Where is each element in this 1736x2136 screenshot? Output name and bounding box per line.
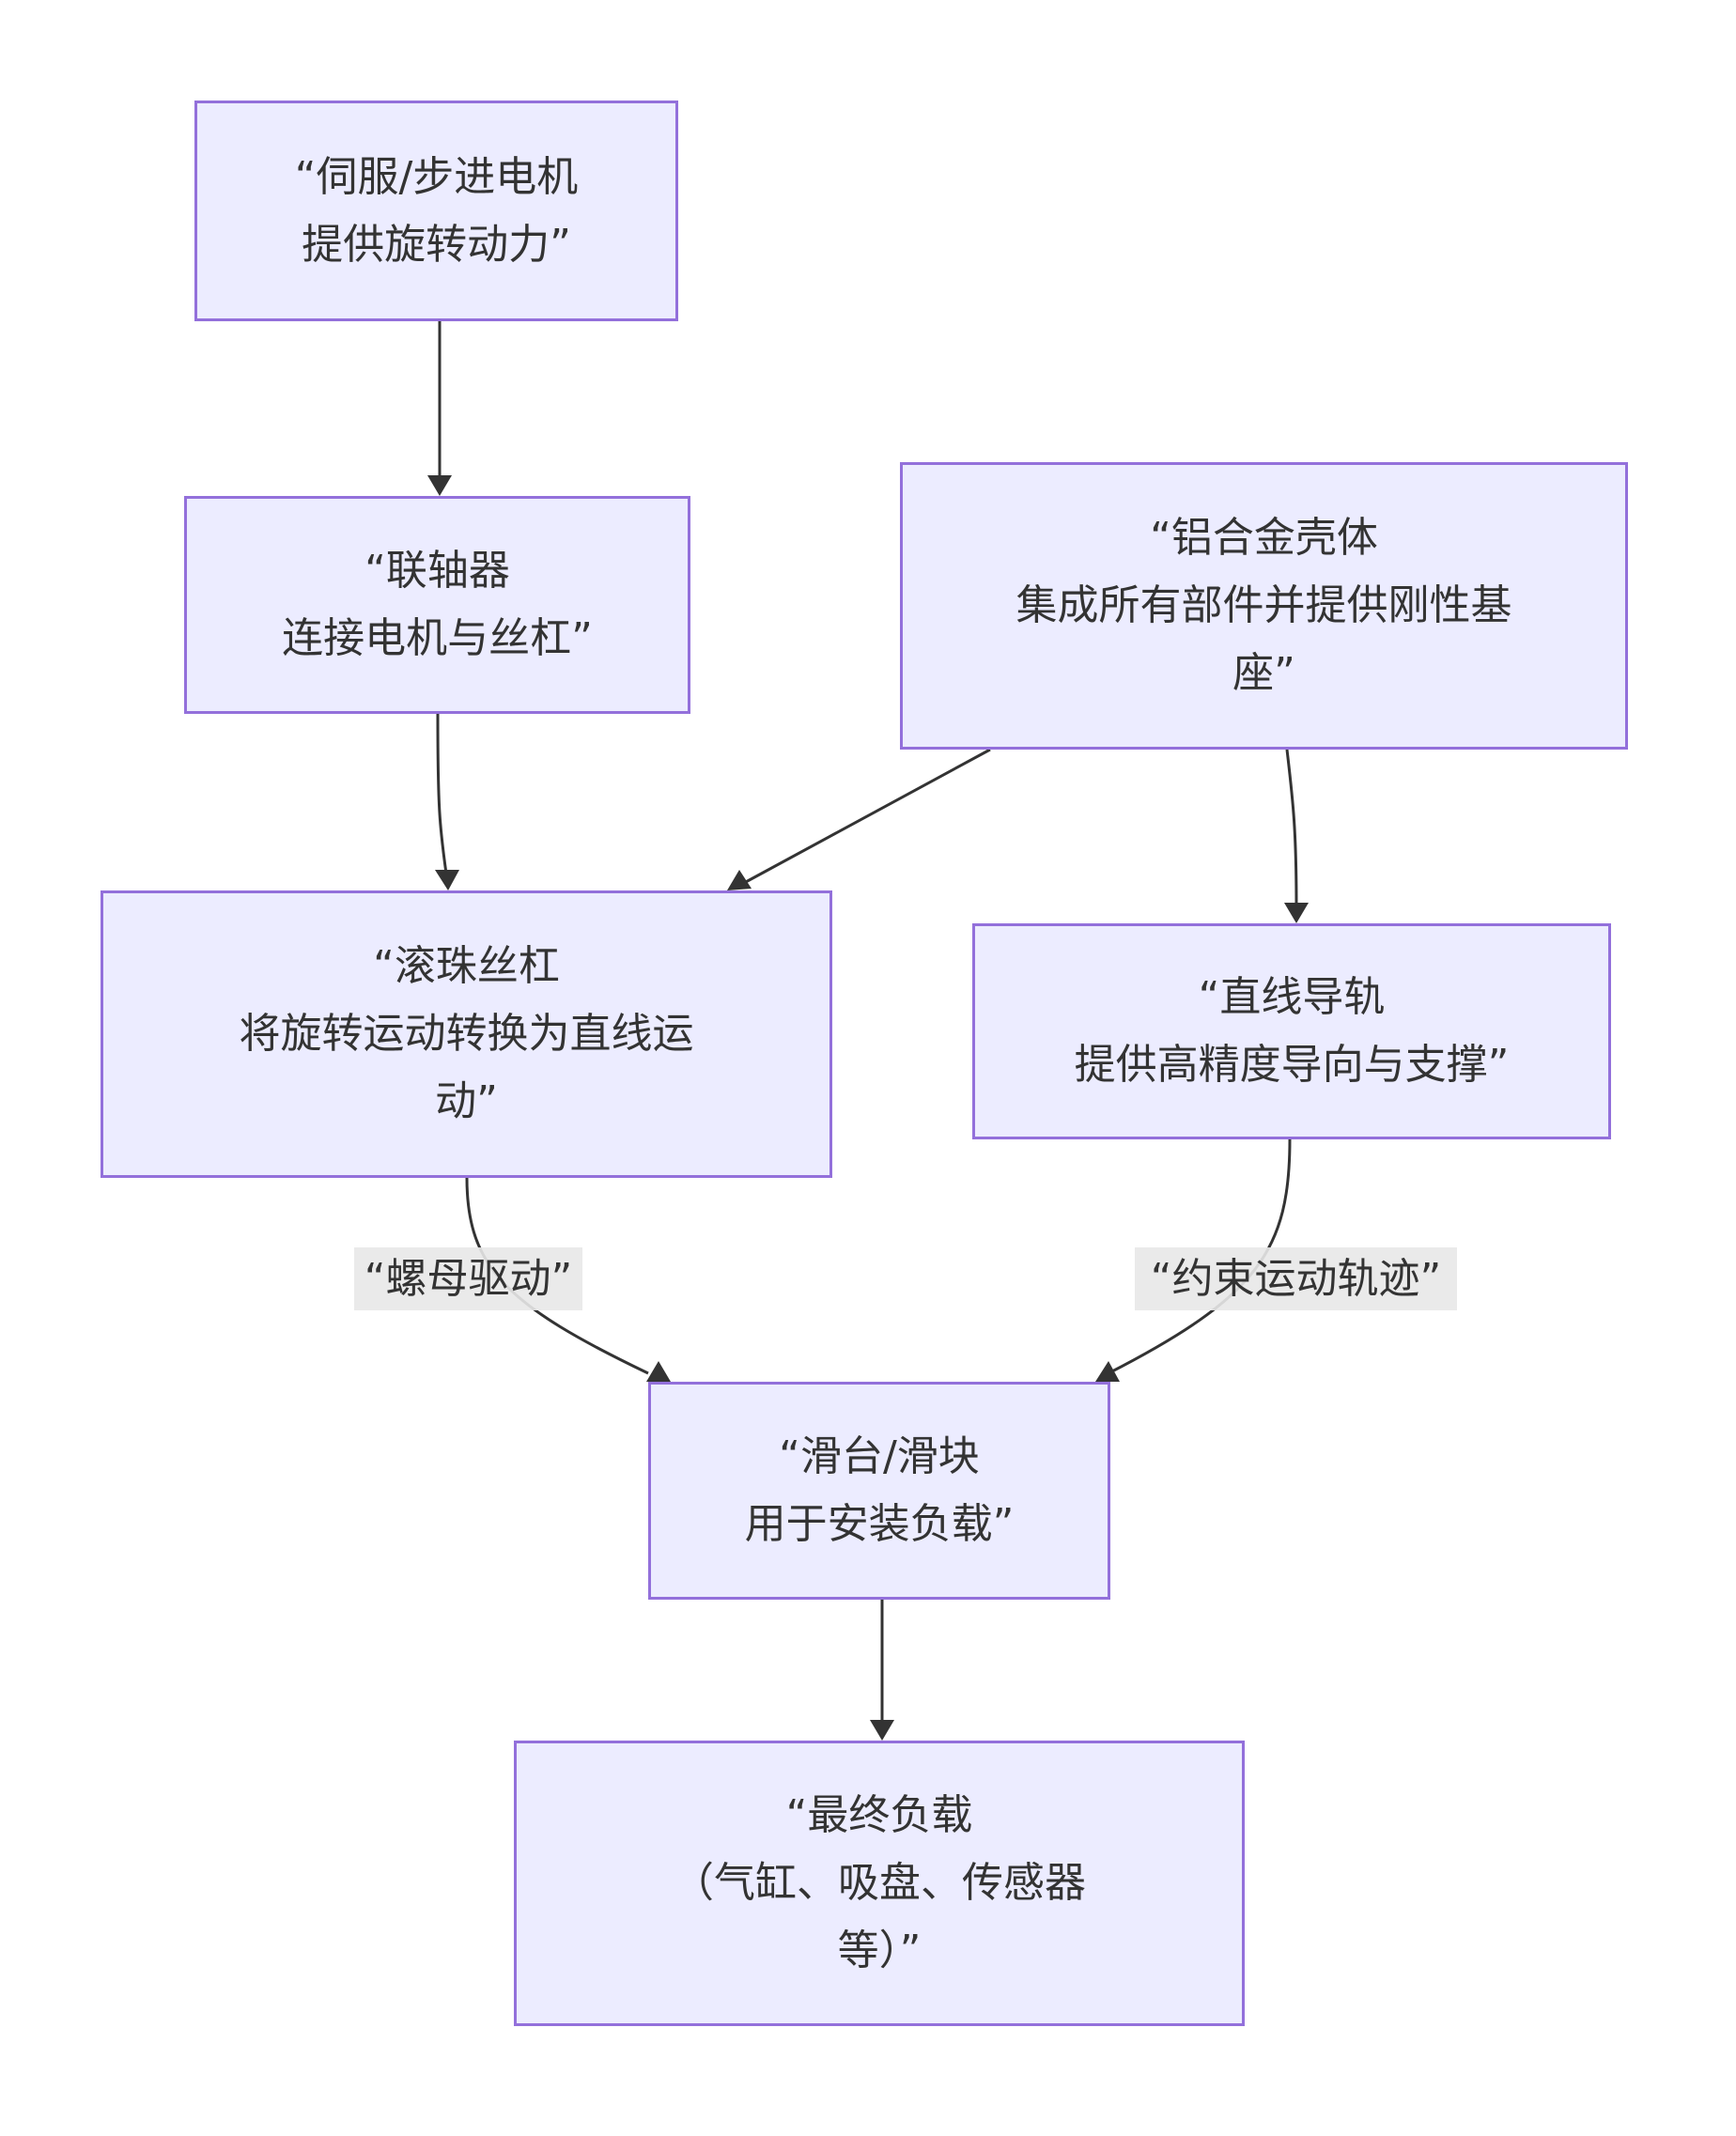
arrowhead-icon [646, 1361, 671, 1382]
node-housing-label: “铝合金壳体 集成所有部件并提供刚性基 座” [1015, 514, 1512, 697]
edge-housing-to-rail [1285, 749, 1298, 907]
node-slider-label: “滑台/滑块 用于安装负载” [744, 1432, 1015, 1548]
node-coupling-label: “联轴器 连接电机与丝杠” [282, 547, 593, 662]
node-motor: “伺服/步进电机 提供旋转动力” [194, 101, 678, 321]
node-rail: “直线导轨 提供高精度导向与支撑” [972, 923, 1611, 1139]
node-payload-label: “最终负载 （气缸、吸盘、传感器 等）” [673, 1791, 1086, 1974]
node-rail-label: “直线导轨 提供高精度导向与支撑” [1074, 973, 1510, 1089]
arrowhead-icon [1095, 1361, 1120, 1382]
node-slider: “滑台/滑块 用于安装负载” [648, 1382, 1110, 1600]
node-motor-label: “伺服/步进电机 提供旋转动力” [294, 152, 579, 269]
arrowhead-icon [1284, 903, 1309, 923]
edge-label-constrain-motion: “约束运动轨迹” [1135, 1247, 1457, 1310]
node-payload: “最终负载 （气缸、吸盘、传感器 等）” [514, 1741, 1245, 2026]
edge-housing-to-ballscrew [743, 748, 991, 885]
arrowhead-icon [435, 870, 459, 890]
arrowhead-icon [427, 475, 452, 496]
arrowhead-icon [870, 1720, 894, 1741]
node-coupling: “联轴器 连接电机与丝杠” [184, 496, 690, 714]
edge-label-nut-drive: “螺母驱动” [354, 1247, 582, 1310]
node-ballscrew-label: “滚珠丝杠 将旋转运动转换为直线运 动” [239, 942, 694, 1125]
edge-coupling-to-ballscrew [436, 713, 448, 875]
node-housing: “铝合金壳体 集成所有部件并提供刚性基 座” [900, 462, 1628, 750]
arrowhead-icon [727, 870, 752, 890]
node-ballscrew: “滚珠丝杠 将旋转运动转换为直线运 动” [101, 890, 832, 1178]
